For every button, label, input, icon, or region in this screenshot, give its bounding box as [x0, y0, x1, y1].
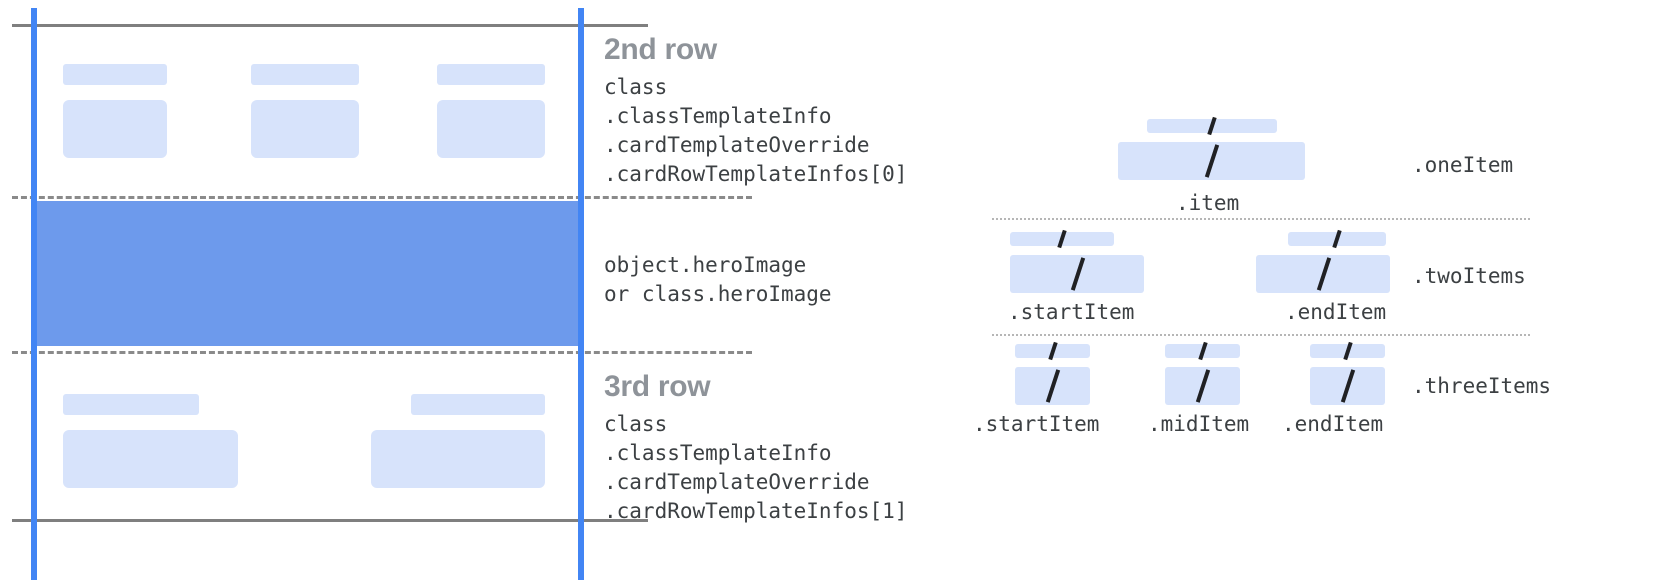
- third-row-code: class .classTemplateInfo .cardTemplateOv…: [604, 412, 908, 523]
- two-items-start-sub-label: .startItem: [1008, 300, 1135, 324]
- slash-icon: [1048, 341, 1058, 361]
- two-items-start-label-chip: [1010, 229, 1114, 249]
- second-row-title: 2nd row: [604, 33, 717, 66]
- variant-separator-1: [992, 218, 1530, 220]
- slash-icon: [1045, 369, 1061, 403]
- row2-col3-body-chip: [437, 100, 545, 158]
- one-item-label-chip: [1147, 116, 1277, 136]
- two-items-end-body-chip: [1256, 255, 1390, 293]
- card-left-guide: [31, 8, 37, 580]
- two-items-end-label-chip: [1288, 229, 1386, 249]
- slash-icon: [1195, 369, 1211, 403]
- slash-icon: [1070, 257, 1086, 291]
- two-items-start-body-chip: [1010, 255, 1144, 293]
- card-bottom-rule: [12, 519, 648, 522]
- slash-icon: [1198, 341, 1208, 361]
- row3-col2-body-chip: [371, 430, 545, 488]
- slash-icon: [1207, 116, 1217, 136]
- card-right-guide: [578, 8, 584, 580]
- card-top-rule: [12, 24, 648, 27]
- two-items-end-sub-label: .endItem: [1285, 300, 1387, 324]
- one-item-group-label: .oneItem: [1412, 153, 1514, 177]
- three-items-end-sub-label: .endItem: [1282, 412, 1384, 436]
- three-items-start-label-chip: [1015, 341, 1090, 361]
- three-items-start-sub-label: .startItem: [973, 412, 1100, 436]
- three-items-mid-label-chip: [1165, 341, 1240, 361]
- row2-col1-label-chip: [63, 64, 167, 85]
- variant-separator-2: [992, 334, 1530, 336]
- left-card-preview: [0, 0, 780, 584]
- row3-col1-body-chip: [63, 430, 238, 488]
- three-items-end-body-chip: [1310, 367, 1385, 405]
- row-separator-bottom: [12, 351, 752, 354]
- row2-col1-body-chip: [63, 100, 167, 158]
- three-items-group-label: .threeItems: [1412, 374, 1552, 398]
- slash-icon: [1057, 229, 1067, 249]
- slash-icon: [1316, 257, 1332, 291]
- slash-icon: [1343, 341, 1353, 361]
- three-items-mid-body-chip: [1165, 367, 1240, 405]
- row3-col2-label-chip: [411, 394, 545, 415]
- two-items-group-label: .twoItems: [1412, 264, 1526, 288]
- hero-image-code: object.heroImage or class.heroImage: [604, 253, 832, 306]
- three-items-end-label-chip: [1310, 341, 1385, 361]
- slash-icon: [1204, 144, 1220, 178]
- one-item-body-chip: [1118, 142, 1305, 180]
- row3-col1-label-chip: [63, 394, 199, 415]
- row2-col2-body-chip: [251, 100, 359, 158]
- row2-col3-label-chip: [437, 64, 545, 85]
- three-items-mid-sub-label: .midItem: [1148, 412, 1250, 436]
- slash-icon: [1340, 369, 1356, 403]
- second-row-code: class .classTemplateInfo .cardTemplateOv…: [604, 75, 908, 186]
- slash-icon: [1332, 229, 1342, 249]
- row2-col2-label-chip: [251, 64, 359, 85]
- row-separator-top: [12, 196, 752, 199]
- three-items-start-body-chip: [1015, 367, 1090, 405]
- third-row-title: 3rd row: [604, 370, 711, 403]
- hero-image-band: [36, 201, 583, 346]
- one-item-sub-label: .item: [1176, 191, 1240, 215]
